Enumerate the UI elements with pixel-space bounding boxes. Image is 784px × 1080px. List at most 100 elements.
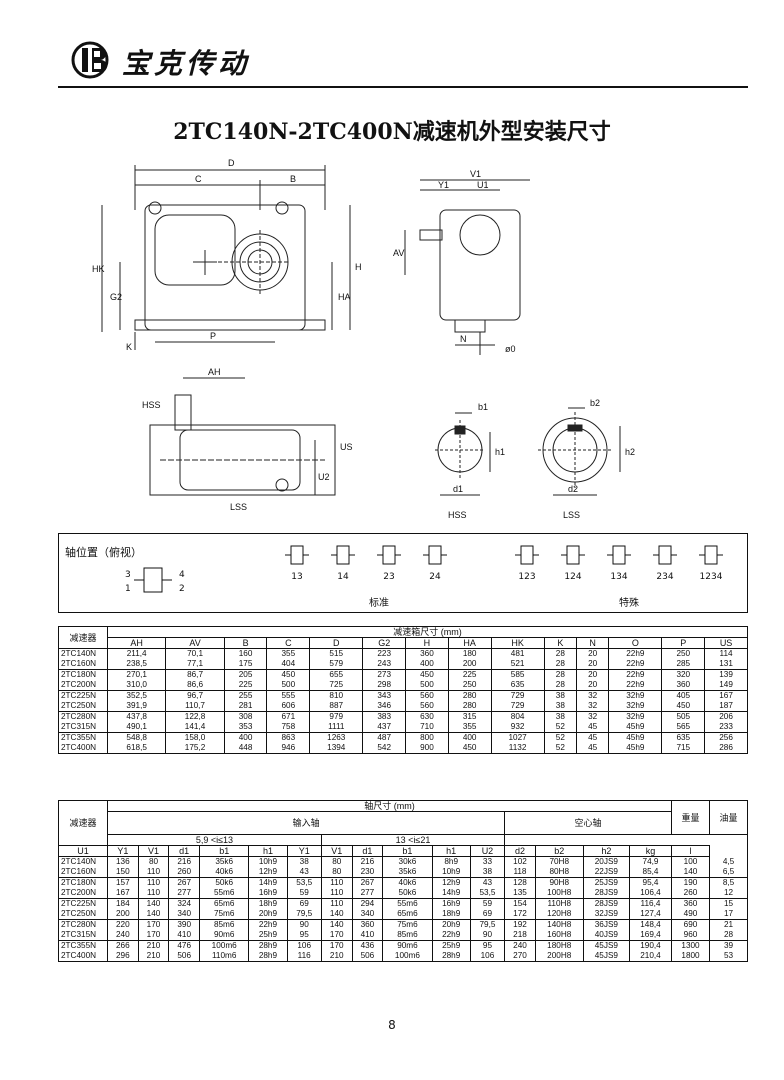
value-cell: 360 xyxy=(661,680,706,691)
model-cell: 2TC200N xyxy=(58,680,108,691)
value-cell: 346 xyxy=(362,701,407,712)
value-cell: 250 xyxy=(661,648,706,659)
value-cell: 6,5 xyxy=(709,867,748,878)
value-cell: 96,7 xyxy=(165,690,225,701)
special-position-code-234: 234 xyxy=(656,572,674,582)
value-cell: 86,6 xyxy=(165,680,225,691)
value-cell: 405 xyxy=(661,690,706,701)
value-cell: 20 xyxy=(575,669,610,680)
dim-AH: AH xyxy=(208,367,221,377)
page-number: 8 xyxy=(388,1018,396,1032)
value-cell: 45h9 xyxy=(608,743,663,754)
value-cell: 90 xyxy=(286,919,322,930)
value-cell: 210 xyxy=(137,951,170,962)
value-cell: 266 xyxy=(107,940,139,951)
value-cell: 40k6 xyxy=(199,867,250,878)
value-cell: 887 xyxy=(309,701,364,712)
value-cell: 216 xyxy=(351,856,384,867)
value-cell: 28 xyxy=(709,930,748,941)
value-cell: 45JS9 xyxy=(582,940,631,951)
value-cell: 32 xyxy=(575,711,610,722)
value-cell: 187 xyxy=(704,701,748,712)
model-cell: 2TC315N xyxy=(58,930,108,941)
value-cell: 116,4 xyxy=(629,898,672,909)
value-cell: 710 xyxy=(405,722,449,733)
value-cell: 490,1 xyxy=(106,722,167,733)
value-cell: 355 xyxy=(266,648,311,659)
value-cell: 450 xyxy=(266,669,311,680)
value-cell: 110 xyxy=(137,888,170,899)
value-cell: 240 xyxy=(107,930,139,941)
value-cell: 410 xyxy=(351,930,384,941)
value-cell: 167 xyxy=(704,690,748,701)
value-cell: 170 xyxy=(320,930,353,941)
value-cell: 22h9 xyxy=(608,669,663,680)
value-cell: 170 xyxy=(320,940,353,951)
value-cell: 450 xyxy=(405,669,449,680)
value-cell: 979 xyxy=(309,711,364,722)
model-cell: 2TC140N xyxy=(58,648,108,659)
dim-B: B xyxy=(290,174,296,184)
value-cell: 281 xyxy=(223,701,268,712)
pos-n3: 3 xyxy=(125,570,131,580)
value-cell: 30k6 xyxy=(382,856,433,867)
value-cell: 52 xyxy=(543,722,577,733)
standard-position-code-14: 14 xyxy=(337,572,349,582)
value-cell: 277 xyxy=(168,888,201,899)
t2-oil-header: 油量 xyxy=(709,800,748,835)
value-cell: 205 xyxy=(223,669,268,680)
shaft-position-diagram xyxy=(134,567,172,593)
dim-K: K xyxy=(126,342,132,352)
value-cell: 487 xyxy=(362,732,407,743)
value-cell: 59 xyxy=(469,898,506,909)
model-cell: 2TC400N xyxy=(58,743,108,754)
value-cell: 148,4 xyxy=(629,919,672,930)
dim-O: ø0 xyxy=(505,344,516,354)
value-cell: 110m6 xyxy=(199,951,250,962)
header-rule xyxy=(58,86,748,88)
value-cell: 136 xyxy=(107,856,139,867)
value-cell: 106 xyxy=(286,940,322,951)
value-cell: 343 xyxy=(362,690,407,701)
value-cell: 506 xyxy=(168,951,201,962)
value-cell: 211,4 xyxy=(106,648,167,659)
value-cell: 725 xyxy=(309,680,364,691)
value-cell: 172 xyxy=(504,909,536,920)
dim-U2: U2 xyxy=(318,472,330,482)
value-cell: 1027 xyxy=(490,732,545,743)
value-cell: 210 xyxy=(320,951,353,962)
value-cell: 353 xyxy=(223,722,268,733)
value-cell: 280 xyxy=(447,701,492,712)
value-cell: 810 xyxy=(309,690,364,701)
value-cell: 70H8 xyxy=(534,856,584,867)
bk-monogram-icon xyxy=(71,41,109,79)
value-cell: 110 xyxy=(320,888,353,899)
label-LSS: LSS xyxy=(230,502,247,512)
t2-col-7: V1 xyxy=(320,845,353,857)
t2-col-4: b1 xyxy=(199,845,250,857)
dim-Y1: Y1 xyxy=(438,180,449,190)
pos-n1: 1 xyxy=(125,584,131,594)
value-cell: 33 xyxy=(469,856,506,867)
value-cell: 43 xyxy=(286,867,322,878)
value-cell: 250 xyxy=(447,680,492,691)
value-cell: 120H8 xyxy=(534,909,584,920)
model-cell: 2TC160N xyxy=(58,867,108,878)
value-cell: 45 xyxy=(575,722,610,733)
value-cell: 800 xyxy=(405,732,449,743)
model-cell: 2TC355N xyxy=(58,940,108,951)
t2-weight-header: 重量 xyxy=(670,800,711,835)
value-cell: 180 xyxy=(447,648,492,659)
model-cell: 2TC280N xyxy=(58,919,108,930)
value-cell: 216 xyxy=(168,856,201,867)
value-cell: 28h9 xyxy=(431,951,471,962)
model-cell: 2TC140N xyxy=(58,856,108,867)
dim-P: P xyxy=(210,331,216,341)
value-cell: 15 xyxy=(709,898,748,909)
